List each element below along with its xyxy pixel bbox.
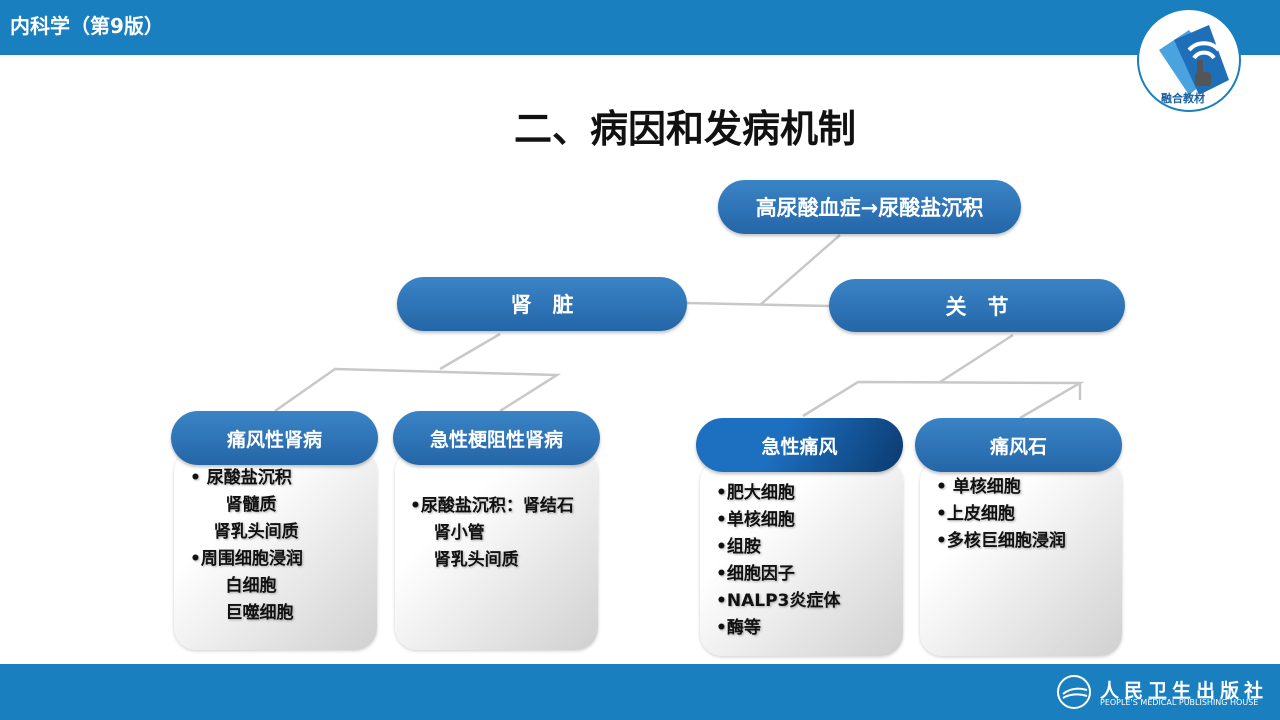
card-line: 肾乳头间质 [190, 522, 299, 542]
card-line: •酶等 [716, 618, 761, 638]
node-kidney: 肾 脏 [397, 277, 687, 331]
connector [439, 332, 501, 371]
card-acute-obstructive: •尿酸盐沉积：肾结石 肾小管 肾乳头间质 [395, 450, 598, 650]
publisher-name-en: PEOPLE'S MEDICAL PUBLISHING HOUSE [1100, 698, 1259, 707]
card-line: •上皮细胞 [936, 504, 1015, 524]
card-line: • 单核细胞 [936, 477, 1021, 497]
publisher-name: 人民卫生出版社 [1100, 680, 1269, 702]
node-gout-nephropathy: 痛风性肾病 [171, 411, 378, 465]
card-line: •细胞因子 [716, 564, 795, 584]
connector [759, 234, 841, 306]
card-line: •肥大细胞 [716, 483, 795, 503]
fusion-textbook-logo: 融合教材 [1137, 8, 1241, 112]
svg-text:融合教材: 融合教材 [1161, 91, 1205, 105]
card-acute-gout: •肥大细胞 •单核细胞 •组胺 •细胞因子 •NALP3炎症体 •酶等 [700, 460, 903, 656]
card-line: •周围细胞浸润 [190, 549, 303, 569]
slide-title: 二、病因和发病机制 [513, 107, 856, 151]
node-root: 高尿酸血症→尿酸盐沉积 [718, 180, 1021, 234]
card-line: 肾乳头间质 [410, 550, 519, 570]
connector [686, 301, 830, 308]
node-acute-gout: 急性痛风 [696, 418, 903, 472]
header-bar: 内科学（第9版） [0, 0, 1280, 55]
connector [274, 367, 562, 413]
connector [802, 380, 1085, 420]
card-gout-nephropathy: • 尿酸盐沉积 肾髓质 肾乳头间质 •周围细胞浸润 白细胞 巨噬细胞 [174, 450, 377, 650]
card-line: 巨噬细胞 [190, 603, 294, 623]
node-tophus: 痛风石 [915, 418, 1122, 472]
card-line: •单核细胞 [716, 510, 795, 530]
card-line: •组胺 [716, 537, 761, 557]
course-title: 内科学（第9版） [10, 14, 164, 38]
card-line: •尿酸盐沉积：肾结石 [410, 496, 574, 516]
card-line: •多核巨细胞浸润 [936, 531, 1066, 551]
card-tophus: • 单核细胞 •上皮细胞 •多核巨细胞浸润 [920, 460, 1122, 656]
node-joint: 关 节 [829, 279, 1125, 332]
card-line: 白细胞 [190, 576, 277, 596]
card-line: • 尿酸盐沉积 [190, 468, 292, 488]
publisher-logo-icon [1057, 675, 1091, 709]
card-line: •NALP3炎症体 [716, 591, 841, 611]
card-line: 肾小管 [410, 523, 485, 543]
card-line: 肾髓质 [190, 495, 277, 515]
connector [939, 333, 1014, 384]
footer-bar [0, 664, 1280, 720]
node-acute-obstructive: 急性梗阻性肾病 [393, 411, 600, 465]
